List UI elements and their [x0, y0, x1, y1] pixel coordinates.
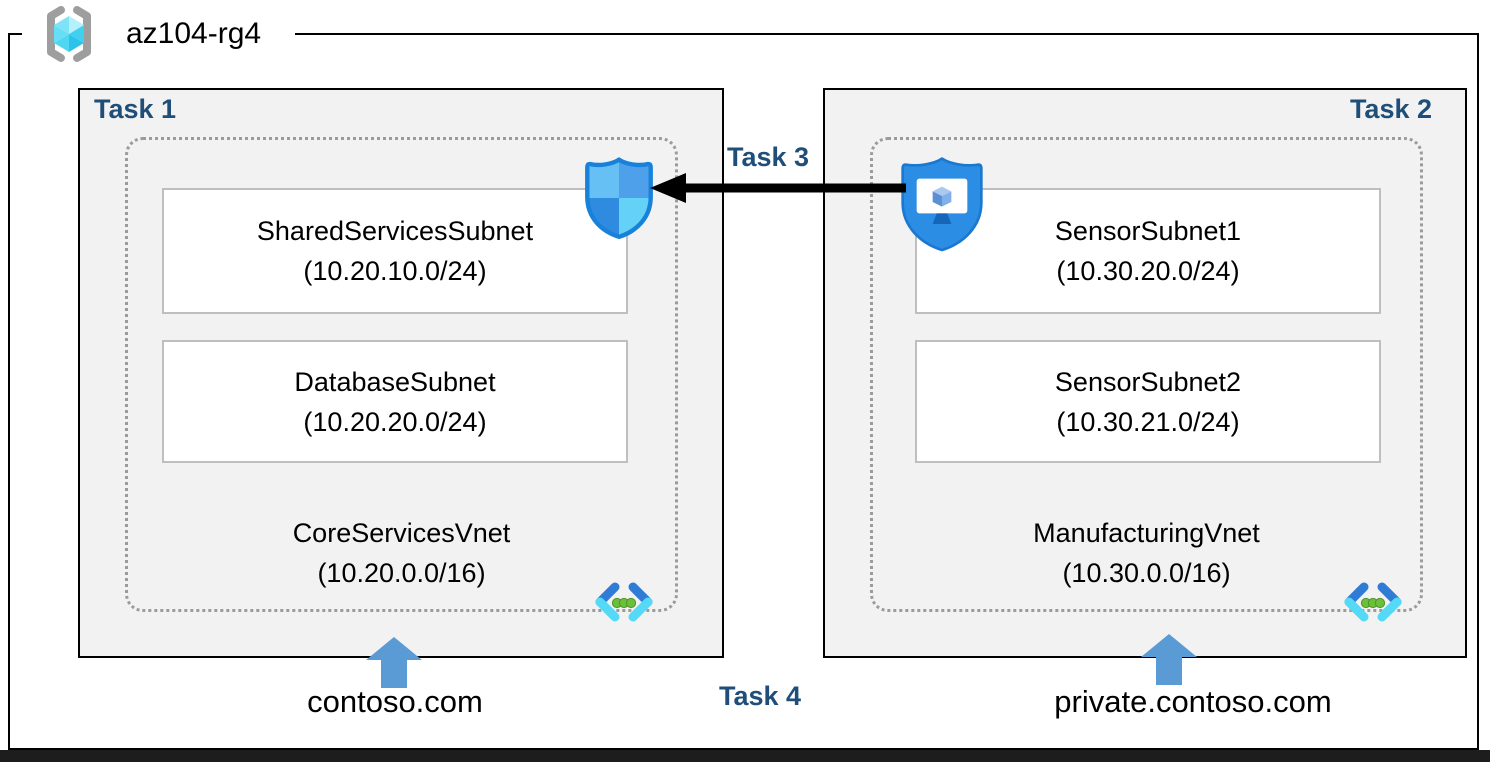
sensor-subnet1-box: SensorSubnet1 (10.30.20.0/24): [915, 188, 1381, 314]
manufacturing-vnet-label: ManufacturingVnet (10.30.0.0/16): [870, 513, 1423, 593]
resource-group-icon: [47, 6, 91, 62]
subnet-name: SensorSubnet2: [1054, 366, 1242, 397]
public-dns-zone-label: contoso.com: [307, 684, 483, 719]
virtual-network-icon: [1344, 582, 1402, 622]
vnet-cidr: (10.30.0.0/16): [1062, 558, 1231, 588]
task4-label: Task 4: [718, 681, 802, 711]
private-dns-zone-label: private.contoso.com: [1054, 684, 1332, 719]
dns-up-arrow: [366, 637, 422, 688]
subnet-cidr: (10.30.21.0/24): [1056, 406, 1240, 437]
virtual-network-icon: [595, 582, 653, 622]
core-services-vnet-label: CoreServicesVnet (10.20.0.0/16): [125, 513, 678, 593]
network-security-group-icon: [585, 157, 653, 240]
subnet-cidr: (10.30.20.0/24): [1056, 256, 1240, 286]
dns-up-arrow: [1141, 634, 1197, 685]
resource-group-name: az104-rg4: [126, 17, 262, 50]
vnet-cidr: (10.20.0.0/16): [317, 558, 486, 588]
resource-group-legend: az104-rg4: [22, 0, 296, 68]
subnet-name: SharedServicesSubnet: [256, 216, 534, 246]
vnet-name: ManufacturingVnet: [1033, 518, 1260, 548]
application-security-group-icon: [901, 157, 983, 252]
database-subnet-box: DatabaseSubnet (10.20.20.0/24): [162, 340, 628, 463]
resource-group-frame: [8, 33, 1479, 750]
task2-label: Task 2: [1349, 94, 1432, 124]
vnet-name: CoreServicesVnet: [292, 518, 511, 548]
subnet-name: SensorSubnet1: [1054, 216, 1242, 246]
subnet-cidr: (10.20.20.0/24): [303, 406, 487, 437]
subnet-cidr: (10.20.10.0/24): [303, 256, 487, 286]
task1-label: Task 1: [94, 94, 177, 124]
task3-arrow: [650, 173, 906, 203]
manufacturing-vnet-boundary: [870, 137, 1423, 612]
subnet-name: DatabaseSubnet: [294, 366, 496, 397]
bottom-edge-bar: [0, 750, 1490, 762]
shared-services-subnet-box: SharedServicesSubnet (10.20.10.0/24): [162, 188, 628, 314]
task3-label: Task 3: [726, 142, 810, 172]
core-services-vnet-boundary: [125, 137, 678, 612]
sensor-subnet2-box: SensorSubnet2 (10.30.21.0/24): [915, 340, 1381, 463]
